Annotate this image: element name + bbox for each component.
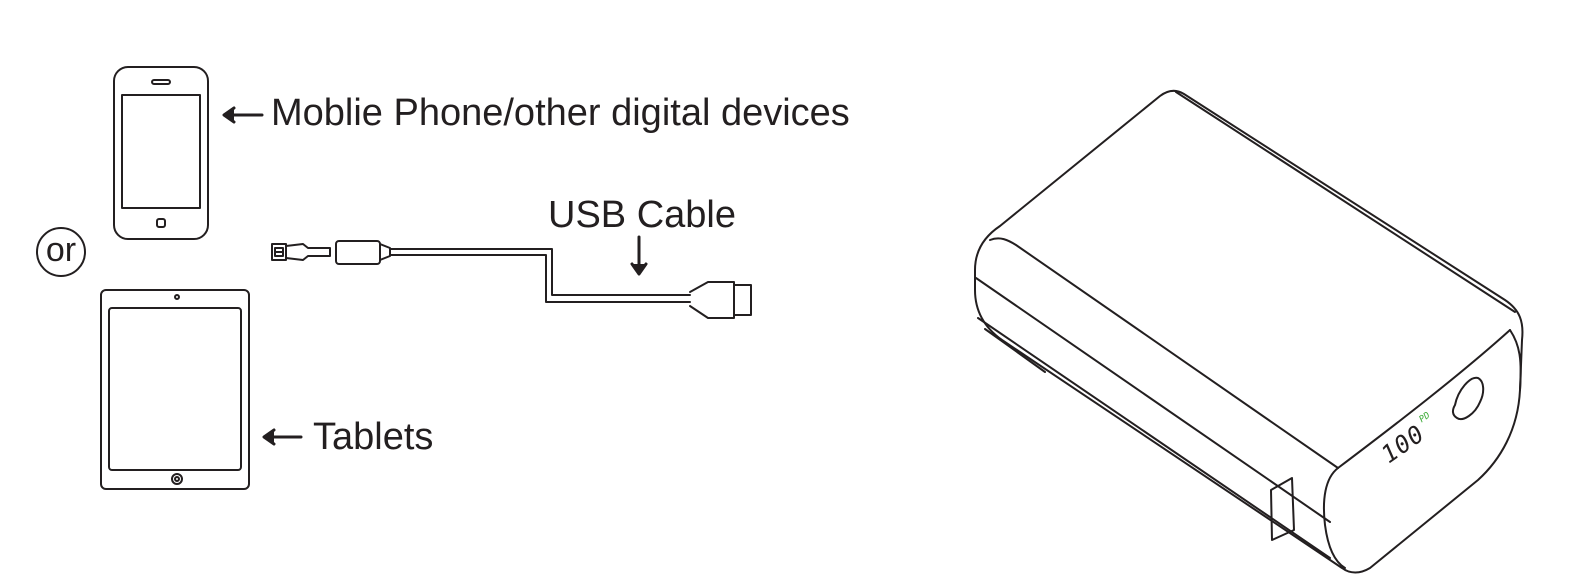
mobile-phone-icon <box>113 66 209 240</box>
or-label: or <box>45 231 77 269</box>
tablets-label: Tablets <box>313 416 434 458</box>
or-badge: or <box>36 227 86 277</box>
phone-arrow-icon <box>222 106 264 124</box>
usb-arrow-icon <box>630 235 648 276</box>
phone-label: Moblie Phone/other digital devices <box>271 92 850 134</box>
usb-cable-label: USB Cable <box>548 194 736 236</box>
tablet-icon <box>100 289 250 490</box>
power-bank-icon <box>974 89 1524 574</box>
tablet-arrow-icon <box>262 428 303 446</box>
usb-cable-icon <box>271 240 752 319</box>
